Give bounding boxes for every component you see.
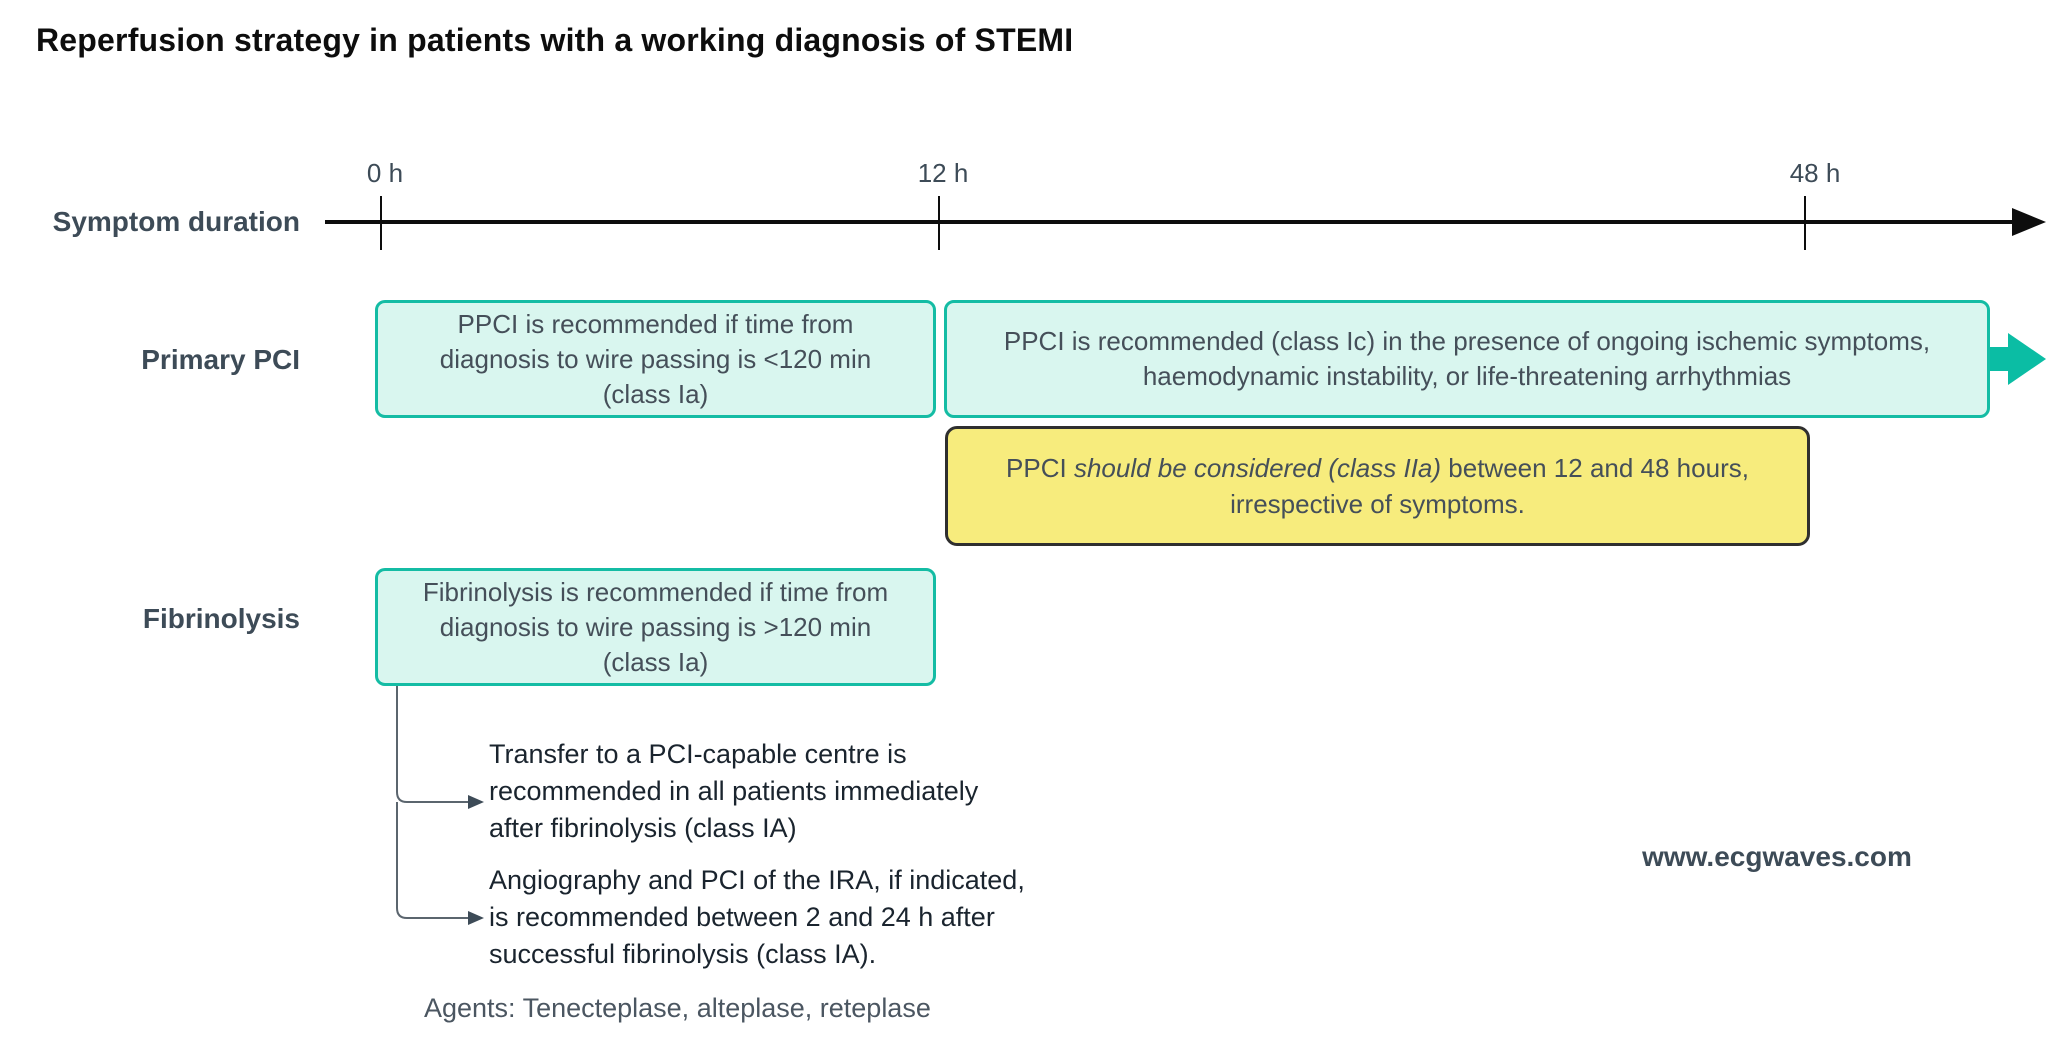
website-watermark: www.ecgwaves.com [1642, 841, 1912, 872]
timeline-arrowhead-icon [2012, 208, 2046, 236]
fibrinolysis-text: Fibrinolysis is recommended if time from… [422, 576, 889, 677]
tick-48h [1804, 196, 1806, 250]
continues-arrow-stem [1990, 347, 2008, 371]
ppci-considered-text: PPCI should be considered (class IIa) be… [1006, 453, 1749, 519]
connector-arrow-icon-1 [468, 795, 484, 809]
page-title: Reperfusion strategy in patients with a … [36, 22, 1074, 58]
primary-pci-label: Primary PCI [141, 344, 300, 375]
angiography-note: Angiography and PCI of the IRA, if indic… [489, 865, 1025, 969]
ppci-ongoing-box: PPCI is recommended (class Ic) in the pr… [944, 300, 1990, 418]
ppci-early-box: PPCI is recommended if time from diagnos… [375, 300, 936, 418]
agents-note: Agents: Tenecteplase, alteplase, retepla… [424, 993, 931, 1023]
tick-label-12h: 12 h [917, 158, 969, 188]
fibrinolysis-box: Fibrinolysis is recommended if time from… [375, 568, 936, 686]
timeline-axis [325, 220, 2017, 224]
tick-label-48h: 48 h [1789, 158, 1841, 188]
fibrinolysis-label: Fibrinolysis [142, 603, 300, 634]
ppci-ongoing-text: PPCI is recommended (class Ic) in the pr… [1003, 326, 1931, 391]
tick-label-0h: 0 h [366, 158, 404, 188]
tick-0h [380, 196, 382, 250]
ppci-considered-box: PPCI should be considered (class IIa) be… [945, 426, 1810, 546]
transfer-note: Transfer to a PCI-capable centre is reco… [489, 739, 979, 843]
continues-arrow-icon [2008, 333, 2046, 385]
fibrinolysis-connector-lines [396, 686, 484, 925]
ppci-early-text: PPCI is recommended if time from diagnos… [439, 308, 872, 409]
ppci-considered-italic: should be considered (class IIa) [1073, 453, 1442, 483]
tick-12h [938, 196, 940, 250]
symptom-duration-label: Symptom duration [52, 206, 300, 237]
connector-arrow-icon-2 [468, 911, 484, 925]
